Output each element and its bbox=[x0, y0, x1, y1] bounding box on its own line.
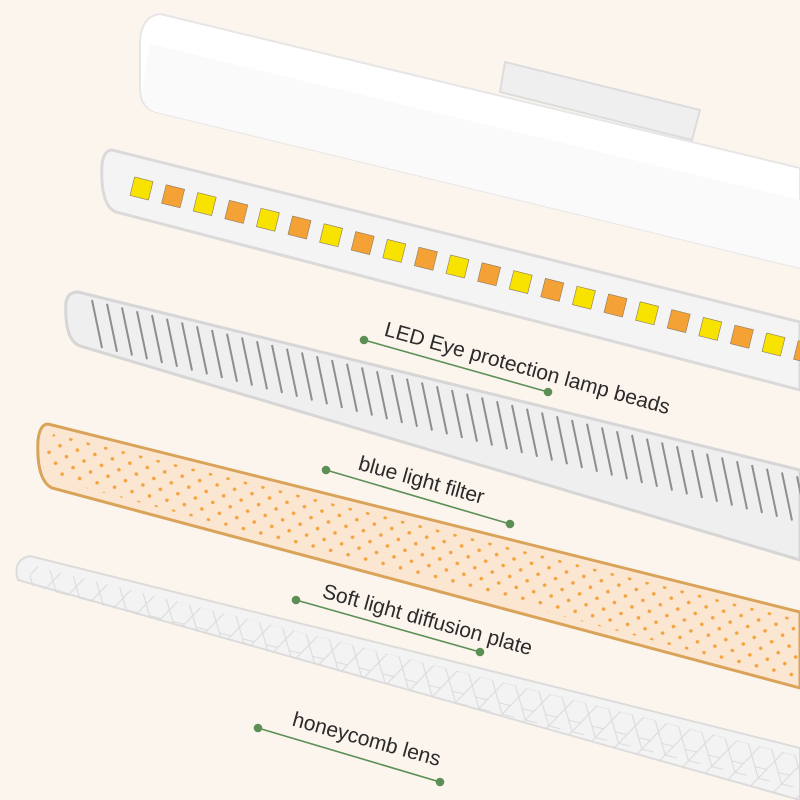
filter-slat bbox=[556, 416, 568, 465]
filter-slat bbox=[511, 404, 523, 454]
filter-slat bbox=[121, 307, 133, 356]
filter-slat bbox=[706, 453, 718, 502]
diffusion-plate-layer bbox=[36, 422, 800, 690]
filter-slat bbox=[796, 476, 800, 496]
led-bead bbox=[508, 270, 533, 294]
filter-slat bbox=[256, 341, 268, 390]
led-bead bbox=[603, 293, 628, 318]
filter-slat bbox=[526, 408, 538, 457]
led-bead bbox=[287, 215, 312, 240]
filter-slat bbox=[616, 431, 628, 480]
filter-slat bbox=[331, 359, 343, 409]
filter-slat bbox=[286, 348, 298, 397]
callout-lines bbox=[253, 335, 553, 787]
filter-slat bbox=[436, 386, 448, 435]
filter-slat bbox=[721, 457, 733, 506]
callout-dot-lens bbox=[253, 723, 263, 733]
filter-slat bbox=[181, 322, 193, 371]
filter-slat bbox=[691, 449, 703, 499]
filter-slat bbox=[736, 461, 748, 510]
filter-slat bbox=[376, 371, 388, 420]
filter-slat bbox=[646, 438, 658, 487]
filter-slat bbox=[421, 382, 433, 431]
led-bead bbox=[445, 254, 470, 279]
filter-slat bbox=[271, 344, 283, 394]
filter-slat bbox=[766, 468, 778, 517]
lamp-housing bbox=[139, 12, 800, 270]
filter-slat bbox=[541, 412, 553, 461]
filter-slat bbox=[406, 378, 418, 427]
filter-slat bbox=[661, 442, 673, 491]
led-bead bbox=[129, 176, 154, 201]
led-bead bbox=[256, 207, 280, 232]
callout-dot-diffusion bbox=[291, 595, 301, 605]
filter-slat bbox=[451, 389, 463, 439]
led-bead bbox=[414, 246, 438, 271]
led-bead bbox=[793, 340, 800, 365]
filter-slat bbox=[481, 397, 493, 446]
filter-slat bbox=[196, 326, 208, 375]
callout-dot-filter bbox=[321, 465, 331, 475]
callout-dot-beads bbox=[359, 335, 369, 345]
filter-slat bbox=[106, 303, 118, 352]
filter-slat bbox=[496, 401, 508, 450]
filter-slat bbox=[226, 333, 238, 382]
filter-slat bbox=[466, 393, 478, 442]
led-bead bbox=[192, 192, 217, 216]
led-bead bbox=[635, 301, 659, 326]
filter-slat bbox=[361, 367, 373, 416]
filter-slat bbox=[346, 363, 358, 412]
blue-light-filter-layer bbox=[64, 290, 800, 562]
filter-slat bbox=[391, 374, 403, 424]
filter-slats bbox=[91, 299, 800, 521]
filter-slat bbox=[781, 472, 793, 521]
filter-slat bbox=[571, 419, 583, 469]
led-bead bbox=[572, 285, 596, 310]
led-bead bbox=[761, 332, 786, 357]
filter-slat bbox=[136, 311, 148, 360]
filter-slat bbox=[676, 446, 688, 495]
led-bead bbox=[161, 184, 185, 209]
filter-slat bbox=[151, 314, 163, 364]
led-bead bbox=[319, 223, 343, 248]
filter-slat bbox=[166, 318, 178, 367]
filter-slat bbox=[91, 299, 103, 349]
lamp-beads-layer bbox=[100, 148, 800, 392]
led-bead bbox=[698, 317, 723, 341]
filter-slat bbox=[586, 423, 598, 472]
filter-slat bbox=[241, 337, 253, 386]
filter-slat bbox=[601, 427, 613, 476]
honeycomb-lens-layer bbox=[15, 554, 800, 800]
filter-slat bbox=[751, 464, 763, 514]
led-bead bbox=[730, 324, 754, 349]
led-bead bbox=[540, 278, 565, 302]
led-bead bbox=[350, 231, 375, 255]
led-bead bbox=[224, 200, 249, 224]
filter-slat bbox=[316, 356, 328, 405]
filter-slat bbox=[301, 352, 313, 401]
filter-slat bbox=[211, 329, 223, 379]
led-beads bbox=[129, 176, 800, 365]
led-bead bbox=[666, 309, 691, 333]
filter-slat bbox=[631, 434, 643, 484]
led-bead bbox=[382, 239, 407, 263]
led-bead bbox=[477, 262, 501, 287]
